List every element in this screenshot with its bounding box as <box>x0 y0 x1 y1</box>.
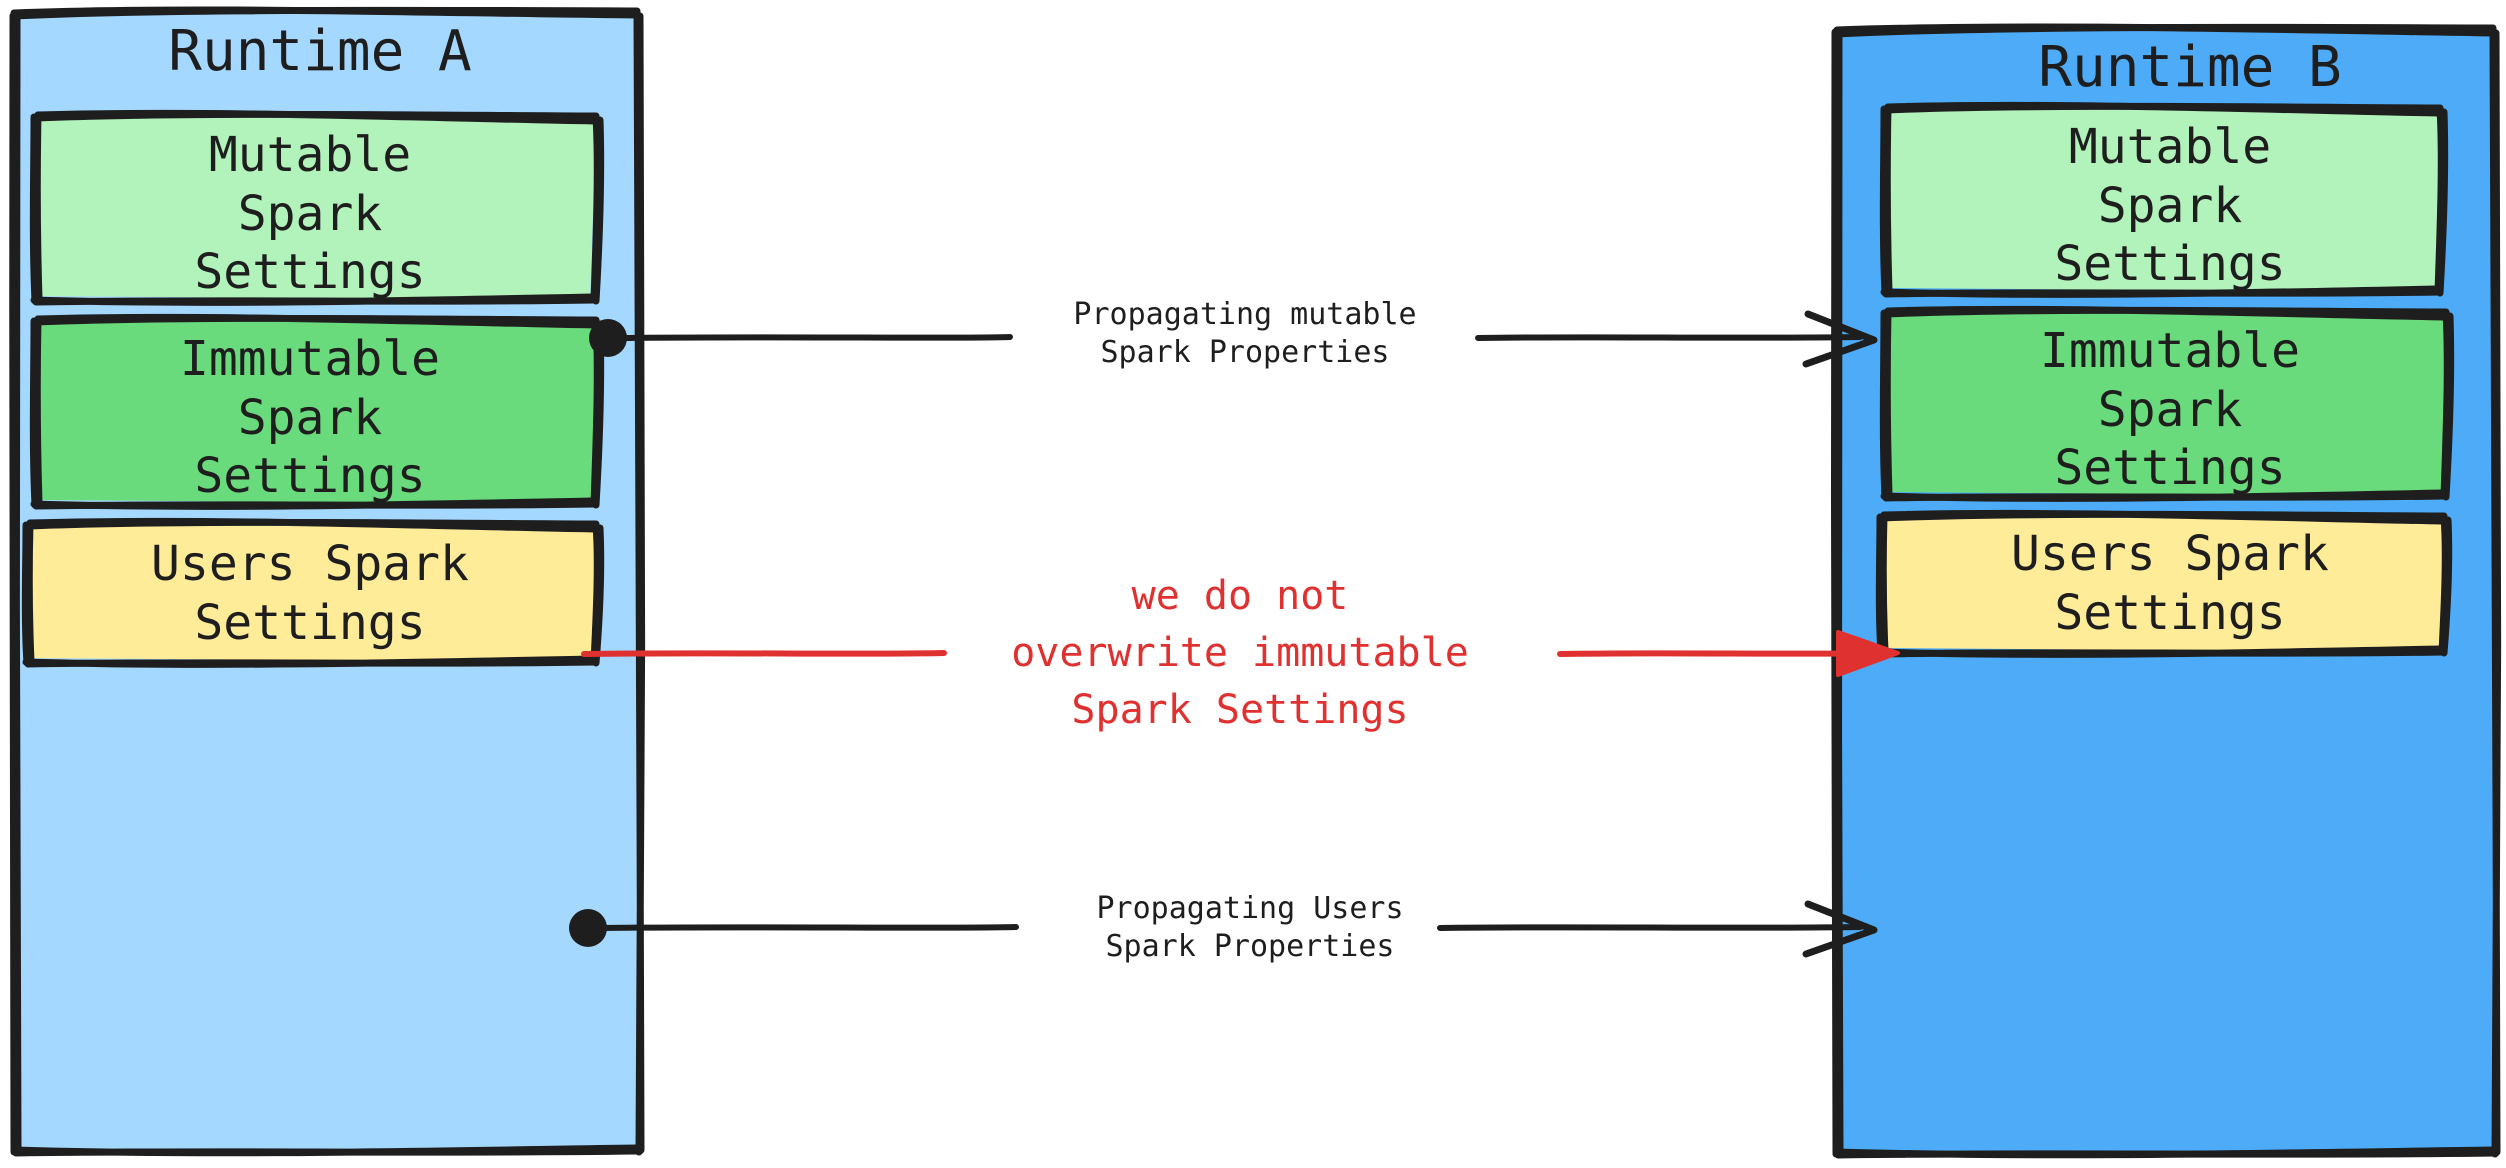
connector-mutable-propagation-label: Propagating mutable Spark Properties <box>1073 297 1417 370</box>
connector-start-dot <box>569 909 607 947</box>
box-a-immutable-label: Immutable Spark Settings <box>179 331 441 505</box>
connector-open-arrowhead <box>1802 900 1878 958</box>
runtime-a-title: Runtime A <box>168 19 472 84</box>
box-a-mutable-label: Mutable Spark Settings <box>194 127 426 301</box>
box-b-users-label: Users Spark Settings <box>2011 526 2329 641</box>
connector-solid-arrowhead <box>1836 630 1900 677</box>
box-a-users-label: Users Spark Settings <box>151 536 469 651</box>
connector-open-arrowhead <box>1802 310 1878 368</box>
box-b-mutable-label: Mutable Spark Settings <box>2054 119 2286 293</box>
connector-immutable-no-overwrite-label: we do not overwrite immutable Spark Sett… <box>1011 573 1469 733</box>
connector-start-dot <box>589 319 627 357</box>
box-b-immutable-label: Immutable Spark Settings <box>2039 323 2301 497</box>
connector-users-propagation-label: Propagating Users Spark Properties <box>1096 891 1404 964</box>
runtime-b-title: Runtime B <box>2038 35 2342 100</box>
